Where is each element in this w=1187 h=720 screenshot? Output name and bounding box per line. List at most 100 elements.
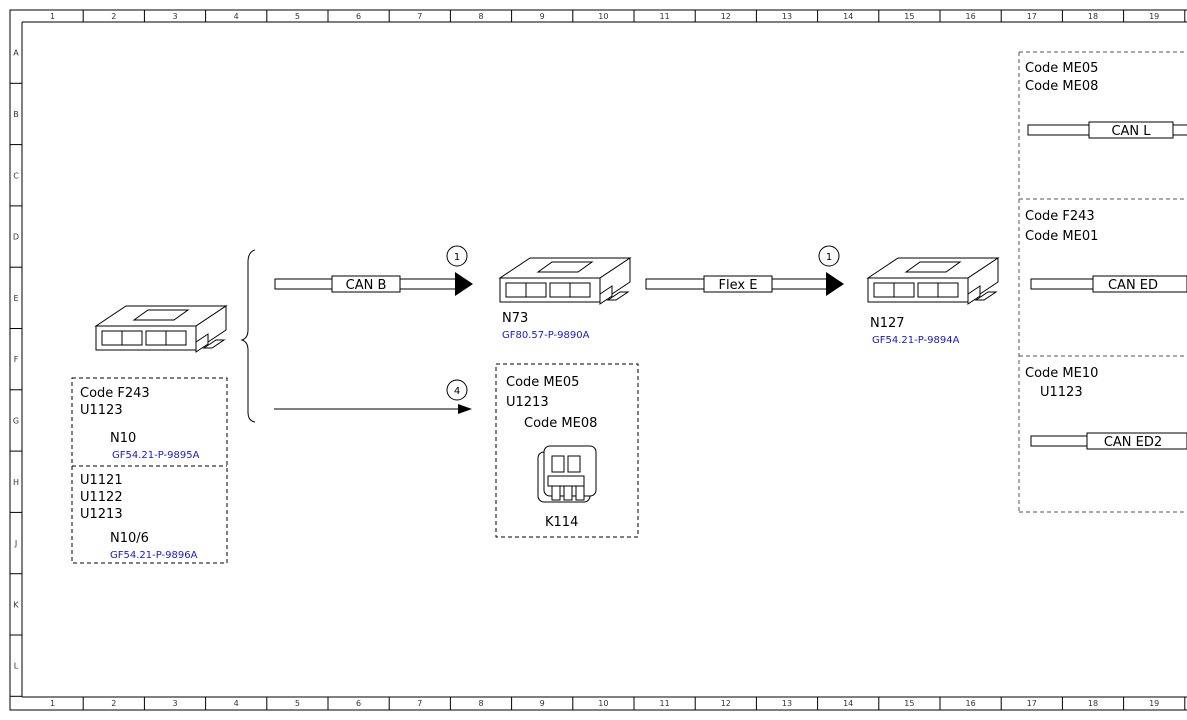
row-letter: D xyxy=(13,233,19,242)
left-code-1: Code F243 xyxy=(80,386,150,401)
column-number: 19 xyxy=(1149,12,1159,21)
k114-code-2: U1213 xyxy=(506,395,549,410)
column-number: 6 xyxy=(356,699,361,708)
row-letter: E xyxy=(13,294,18,303)
column-number: 2 xyxy=(111,12,116,21)
marker-1a-label: 1 xyxy=(454,252,460,263)
control-unit-n127-icon xyxy=(866,257,1000,305)
row-letter: B xyxy=(13,110,19,119)
relay-k114-icon xyxy=(537,445,597,503)
k114-code-1: Code ME05 xyxy=(506,375,579,390)
column-number: 15 xyxy=(904,699,914,708)
can-ed-label: CAN ED xyxy=(1108,278,1158,293)
column-number: 3 xyxy=(172,699,177,708)
column-number: 18 xyxy=(1088,12,1098,21)
column-number: 19 xyxy=(1149,699,1159,708)
row-letter: G xyxy=(13,416,19,425)
marker-1b-label: 1 xyxy=(826,252,832,263)
column-number: 14 xyxy=(843,12,853,21)
can-ed2-label: CAN ED2 xyxy=(1104,435,1162,450)
marker-circle-1b xyxy=(818,245,840,267)
column-number: 5 xyxy=(295,12,300,21)
flex-e-bus: Flex E xyxy=(645,272,844,296)
can-l-box xyxy=(1088,121,1174,139)
can-ed-box xyxy=(1092,275,1187,293)
n10-label: N10 xyxy=(110,431,136,446)
frame-outer xyxy=(9,9,1187,711)
right-panels xyxy=(1018,51,1187,513)
column-number: 7 xyxy=(417,12,422,21)
column-number: 14 xyxy=(843,699,853,708)
row-letter: C xyxy=(13,171,19,180)
column-number: 11 xyxy=(660,699,670,708)
left-code-5: U1213 xyxy=(80,507,123,522)
column-number: 7 xyxy=(417,699,422,708)
column-number: 11 xyxy=(660,12,670,21)
n10-6-reference-link[interactable]: GF54.21-P-9896A xyxy=(110,550,198,561)
column-number: 13 xyxy=(782,12,792,21)
row-letter: A xyxy=(13,49,19,58)
k114-code-box xyxy=(495,363,639,538)
panel-2-code-2: Code ME01 xyxy=(1025,229,1098,244)
n10-6-label: N10/6 xyxy=(110,531,149,546)
lower-arrow xyxy=(274,404,472,414)
column-number: 4 xyxy=(234,699,239,708)
column-number: 5 xyxy=(295,699,300,708)
n127-label: N127 xyxy=(870,316,905,331)
left-code-4: U1122 xyxy=(80,490,123,505)
column-number: 9 xyxy=(540,12,545,21)
column-number: 13 xyxy=(782,699,792,708)
column-number: 3 xyxy=(172,12,177,21)
marker-circle-1a xyxy=(446,245,468,267)
n127-reference-link[interactable]: GF54.21-P-9894A xyxy=(872,335,960,346)
column-number: 12 xyxy=(721,699,731,708)
n73-reference-link[interactable]: GF80.57-P-9890A xyxy=(502,330,590,341)
k114-label: K114 xyxy=(545,515,578,530)
column-number: 16 xyxy=(966,12,976,21)
row-letter: L xyxy=(14,662,19,671)
n73-label: N73 xyxy=(502,311,528,326)
row-letter: F xyxy=(14,355,19,364)
left-code-2: U1123 xyxy=(80,403,123,418)
can-b-bus: CAN B xyxy=(274,272,473,296)
column-number: 12 xyxy=(721,12,731,21)
column-number: 17 xyxy=(1027,699,1037,708)
column-number: 4 xyxy=(234,12,239,21)
panel-3-code-2: U1123 xyxy=(1040,385,1083,400)
column-number: 8 xyxy=(478,12,483,21)
n10-reference-link[interactable]: GF54.21-P-9895A xyxy=(112,450,200,461)
column-number: 1 xyxy=(50,12,55,21)
panel-3-code-1: Code ME10 xyxy=(1025,366,1098,381)
panel-2-code-1: Code F243 xyxy=(1025,209,1095,224)
control-unit-n10-icon xyxy=(94,305,228,353)
k114-code-3: Code ME08 xyxy=(524,416,597,431)
panel-1-code-1: Code ME05 xyxy=(1025,61,1098,76)
column-number: 17 xyxy=(1027,12,1037,21)
can-ed2-box xyxy=(1086,432,1187,450)
column-number: 6 xyxy=(356,12,361,21)
column-number: 8 xyxy=(478,699,483,708)
column-number: 16 xyxy=(966,699,976,708)
group-brace xyxy=(240,249,256,423)
control-unit-n73-icon xyxy=(498,257,632,305)
column-number: 10 xyxy=(598,699,608,708)
column-number: 18 xyxy=(1088,699,1098,708)
panel-1-code-2: Code ME08 xyxy=(1025,79,1098,94)
column-number: 10 xyxy=(598,12,608,21)
column-number: 15 xyxy=(904,12,914,21)
column-number: 9 xyxy=(540,699,545,708)
column-number: 2 xyxy=(111,699,116,708)
column-number: 1 xyxy=(50,699,55,708)
left-code-box xyxy=(71,377,228,564)
can-b-label: CAN B xyxy=(346,278,387,293)
row-letter: H xyxy=(13,478,19,487)
row-letter: J xyxy=(14,539,17,548)
left-code-3: U1121 xyxy=(80,473,123,488)
can-l-label: CAN L xyxy=(1111,124,1151,139)
marker-circle-4 xyxy=(446,379,468,401)
marker-4-label: 4 xyxy=(454,386,460,397)
